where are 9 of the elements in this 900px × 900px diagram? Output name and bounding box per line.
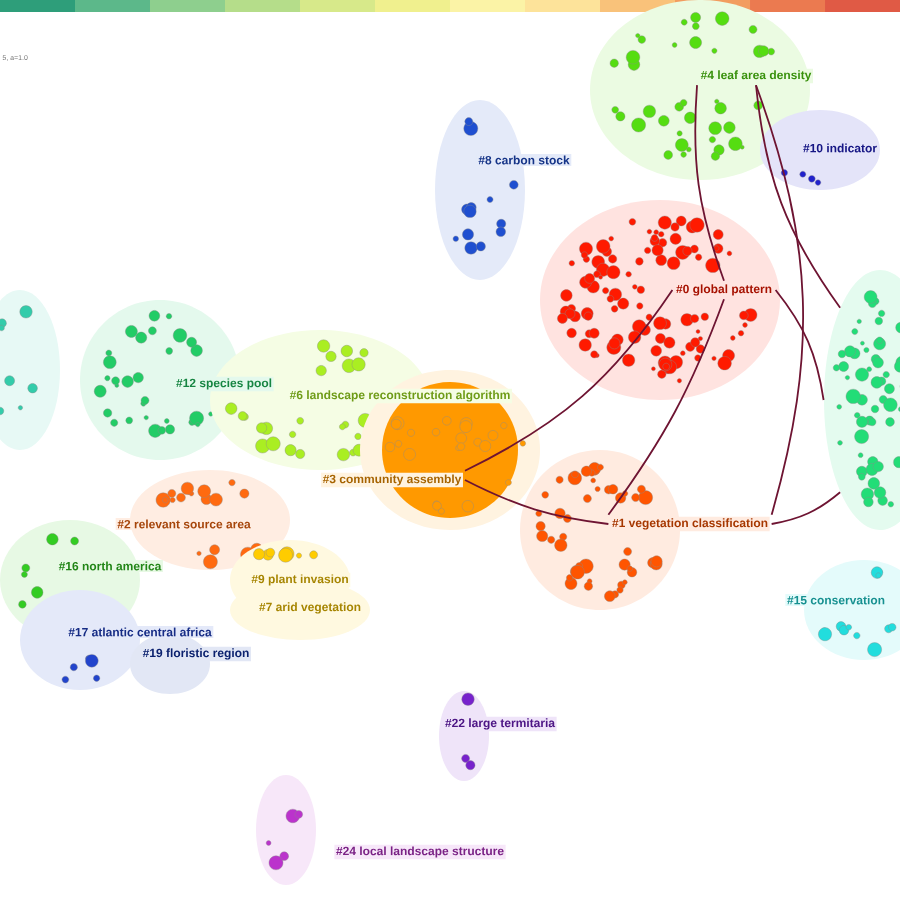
link-curve (774, 289, 825, 401)
link-curve (770, 491, 842, 525)
cluster-drawing (0, 290, 60, 450)
cluster-drawing (824, 270, 900, 530)
link-curve (464, 289, 674, 472)
link-curve (607, 298, 725, 516)
link-curve (755, 84, 842, 309)
link-curve (464, 479, 610, 525)
link-curve (755, 84, 804, 516)
